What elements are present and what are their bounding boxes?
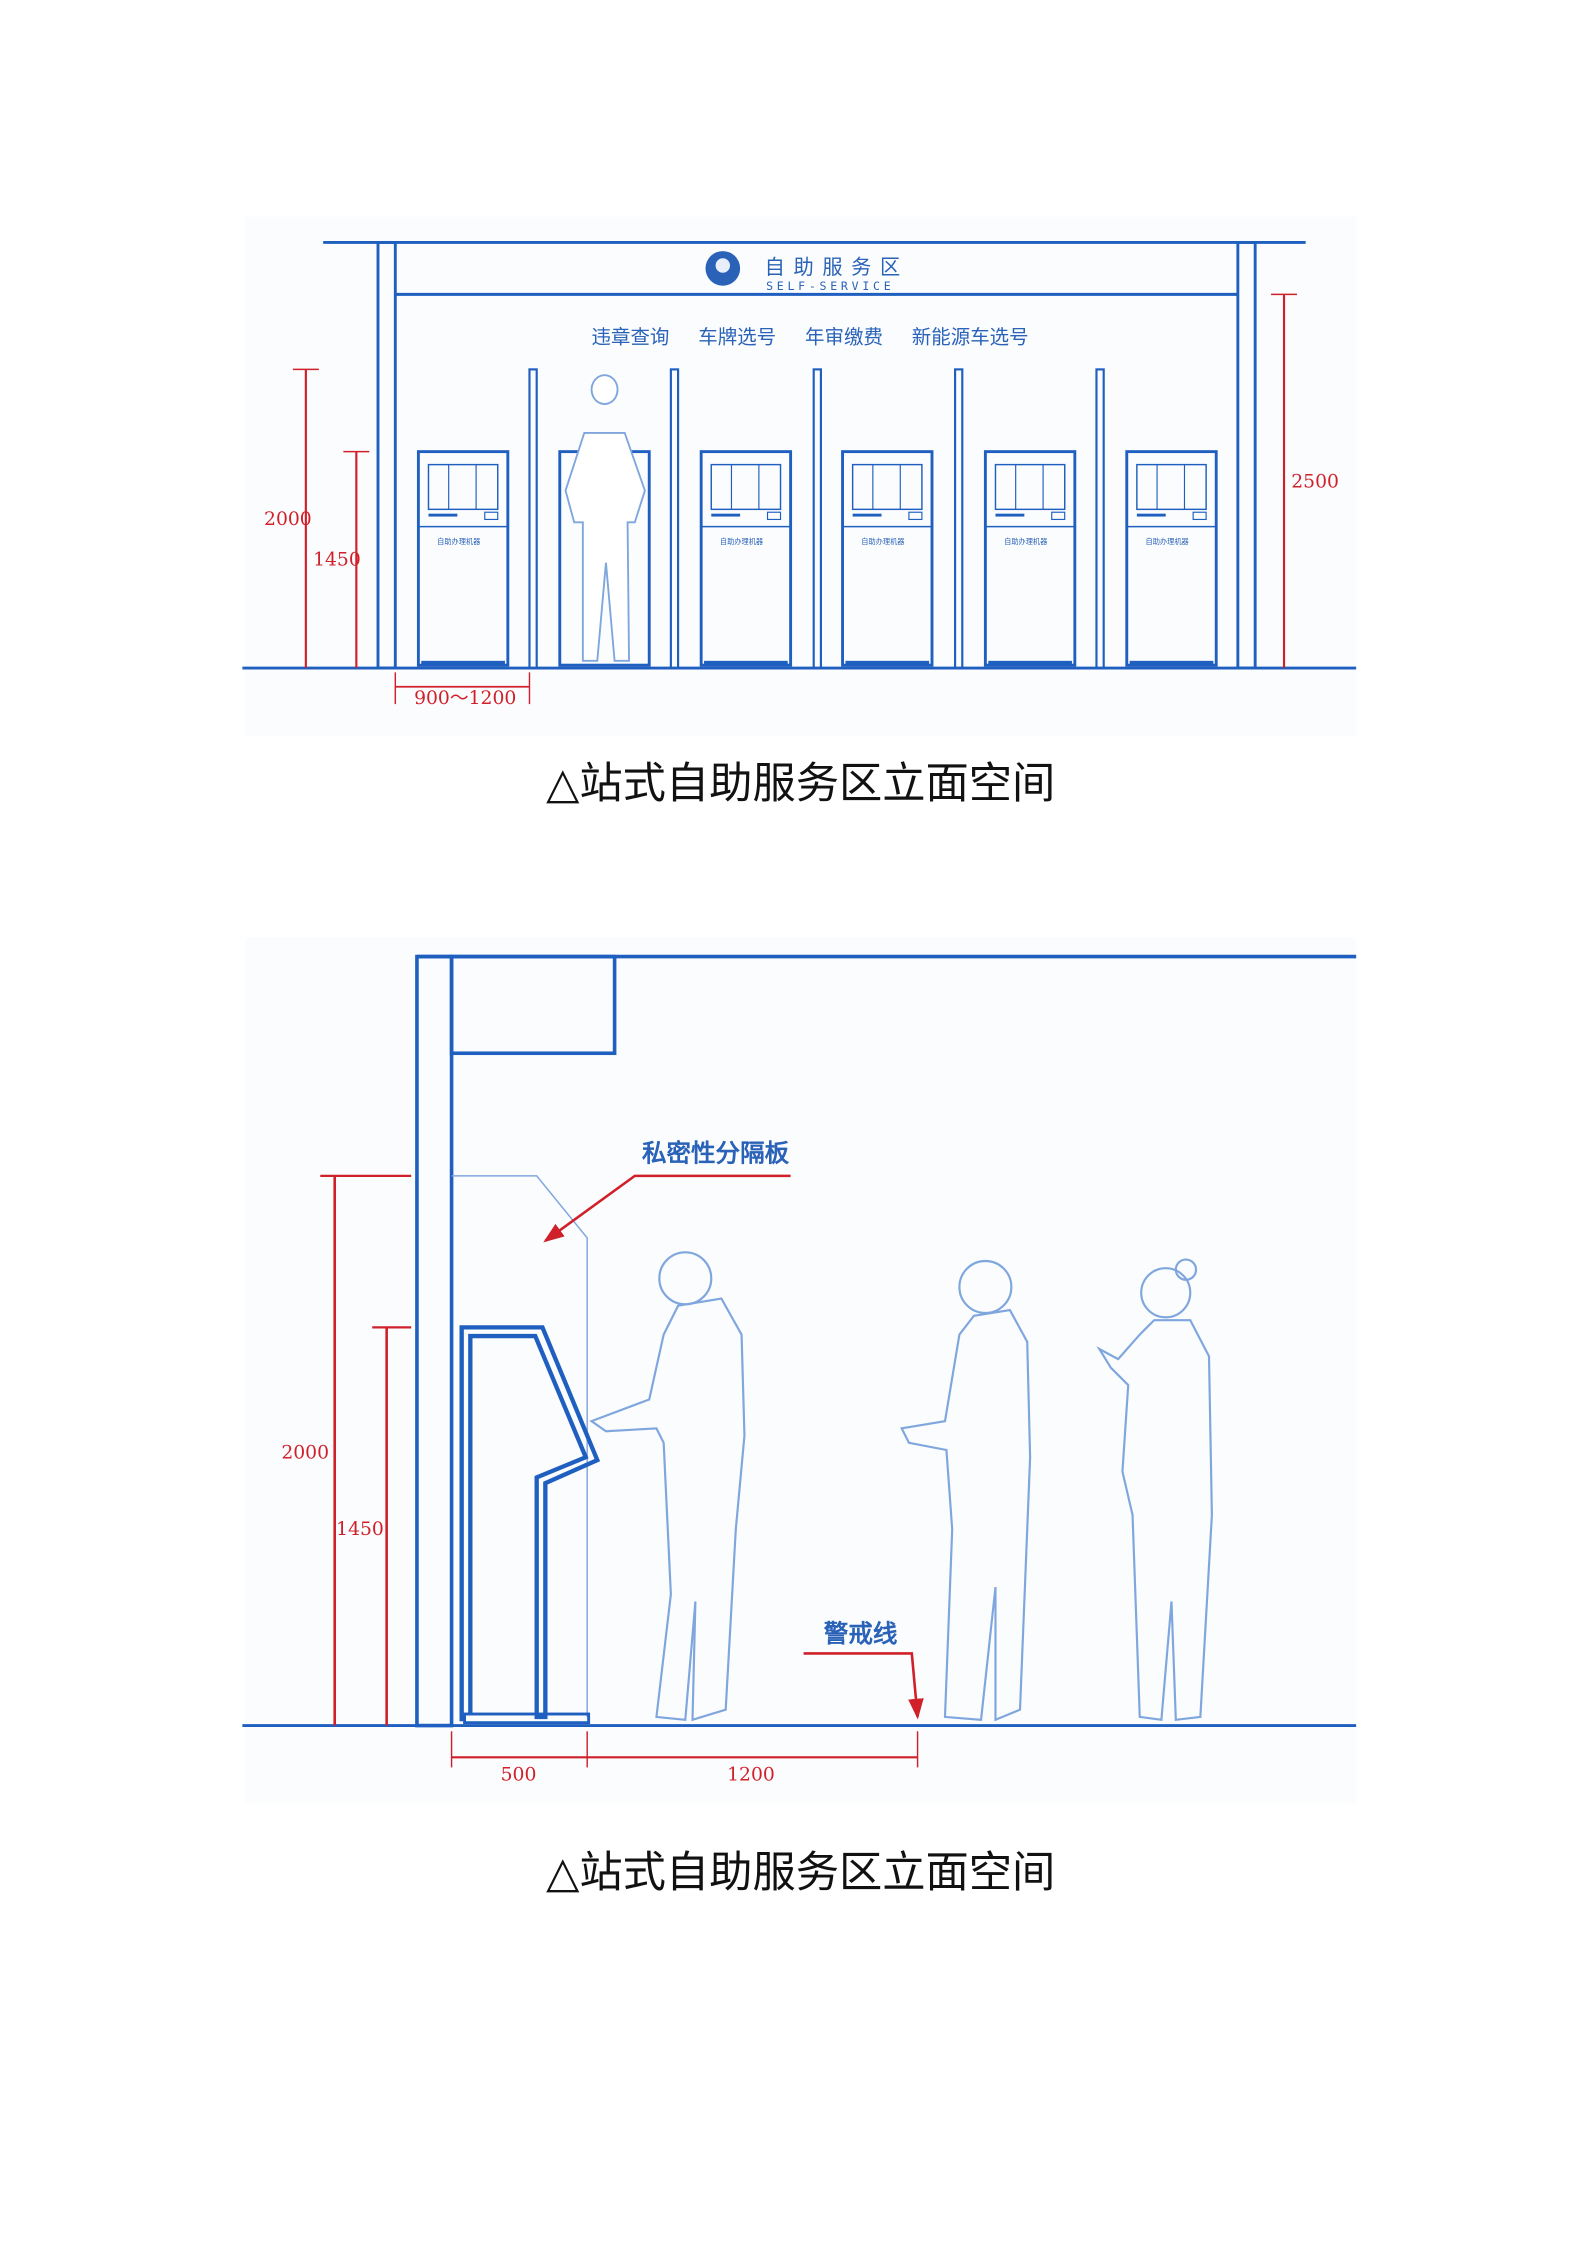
person-figure xyxy=(900,1259,1032,1722)
caption: △站式自助服务区立面空间 xyxy=(546,1848,1055,1898)
svg-text:自助办理机器: 自助办理机器 xyxy=(437,537,480,546)
dimension-1450: 1450 xyxy=(336,1326,412,1726)
svg-text:1450: 1450 xyxy=(336,1519,384,1540)
dimension-2000: 2000 xyxy=(281,1174,412,1726)
kiosk: 自助办理机器 xyxy=(416,450,510,667)
caption: △站式自助服务区立面空间 xyxy=(546,759,1055,809)
partition-callout: 私密性分隔板 xyxy=(543,1138,791,1243)
elevation-diagram-1: 自助服务区 SELF-SERVICE 违章查询 车牌选号 年审缴费 新能源车选号… xyxy=(242,216,1357,809)
service-label: 新能源车选号 xyxy=(912,325,1029,348)
svg-text:1200: 1200 xyxy=(727,1764,775,1785)
person-figure xyxy=(589,1251,746,1722)
svg-text:私密性分隔板: 私密性分隔板 xyxy=(642,1138,790,1167)
kiosk: 自助办理机器 xyxy=(841,450,934,667)
dimension-1200: 1200 xyxy=(587,1731,919,1785)
dimension-1450: 1450 xyxy=(313,450,370,669)
kiosk: 自助办理机器 xyxy=(1125,450,1218,667)
svg-text:自助办理机器: 自助办理机器 xyxy=(1004,537,1047,546)
dimension-2000: 2000 xyxy=(264,368,319,669)
svg-text:自助办理机器: 自助办理机器 xyxy=(1146,537,1189,546)
svg-text:自助办理机器: 自助办理机器 xyxy=(720,537,763,546)
kiosk-side-view xyxy=(459,1325,601,1722)
kiosk: 自助办理机器 xyxy=(699,450,793,667)
service-label: 年审缴费 xyxy=(805,325,883,348)
svg-text:500: 500 xyxy=(501,1764,537,1785)
svg-text:自助办理机器: 自助办理机器 xyxy=(861,537,904,546)
svg-text:警戒线: 警戒线 xyxy=(823,1619,898,1648)
booth-dividers xyxy=(528,368,1105,670)
privacy-partition xyxy=(451,1175,588,1717)
svg-text:2500: 2500 xyxy=(1291,472,1339,493)
dimension-booth-width: 900～1200 xyxy=(394,672,531,709)
police-emblem-icon xyxy=(705,251,741,286)
svg-text:2000: 2000 xyxy=(281,1443,329,1464)
warning-line-callout: 警戒线 xyxy=(803,1619,924,1720)
dimension-2500: 2500 xyxy=(1271,293,1339,669)
header-cn: 自助服务区 xyxy=(765,255,909,279)
svg-text:900～1200: 900～1200 xyxy=(414,688,516,709)
kiosk: 自助办理机器 xyxy=(983,450,1077,667)
svg-text:2000: 2000 xyxy=(264,509,312,530)
person-figure xyxy=(1096,1258,1213,1722)
service-label: 违章查询 xyxy=(592,325,670,348)
service-label: 车牌选号 xyxy=(698,325,776,348)
elevation-diagram-2: 私密性分隔板 警戒线 2000 1450 500 1200 △站式自助服务区立面… xyxy=(242,937,1357,1898)
dimension-500: 500 xyxy=(450,1731,588,1785)
person-figure xyxy=(564,374,646,662)
svg-text:1450: 1450 xyxy=(313,550,361,571)
header-en: SELF-SERVICE xyxy=(766,279,894,293)
